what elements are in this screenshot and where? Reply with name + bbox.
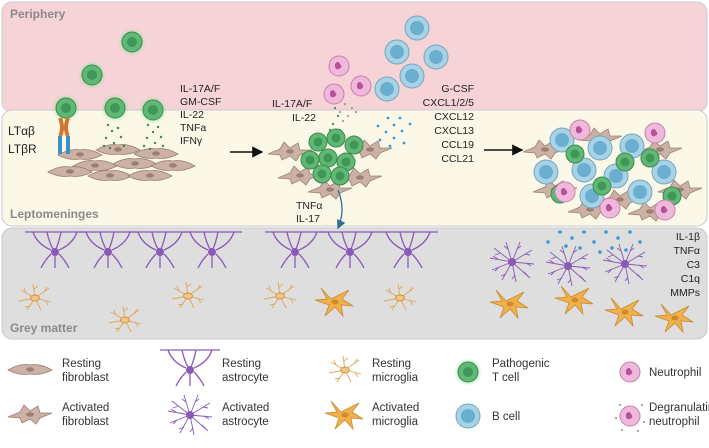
leptomeninges-label: Leptomeninges (10, 207, 99, 221)
svg-text:neutrophil: neutrophil (649, 416, 700, 428)
chemokine-label: CXCL13 (434, 125, 474, 137)
chemokine-label: CCL19 (441, 139, 474, 151)
svg-text:microglia: microglia (372, 416, 419, 428)
periphery-region (1, 1, 708, 113)
legend-degranulating-neutrophil: Degranulating (649, 402, 709, 414)
legend-resting-astrocyte: Resting (222, 358, 261, 370)
stage2-cytokine-label: IL-17A/F (272, 98, 312, 110)
svg-text:fibroblast: fibroblast (62, 416, 109, 428)
svg-text:microglia: microglia (372, 372, 419, 384)
factor-label: TNFα (674, 245, 700, 257)
chemokine-label: G-CSF (441, 83, 474, 95)
factor-label: IL-1β (676, 231, 700, 243)
legend-resting-fibroblast: Resting (62, 358, 101, 370)
svg-text:astrocyte: astrocyte (222, 372, 269, 384)
stage1-cytokine-dots (102, 123, 165, 151)
svg-text:T cell: T cell (492, 372, 519, 384)
stage3-secretion-dots (546, 230, 642, 254)
grey-matter-label: Grey matter (10, 321, 78, 335)
legend-activated-astrocyte: Activated (222, 402, 269, 414)
factor-label: MMPs (670, 287, 700, 299)
periphery-label: Periphery (10, 7, 66, 21)
stage2-lower-label: TNFα (296, 200, 322, 212)
stage2-lower-label: IL-17 (296, 213, 320, 225)
cytokine-label: IFNγ (180, 135, 203, 147)
stage1-cytokine-list: IL-17A/F GM-CSF IL-22 TNFa IFNγ (180, 83, 221, 147)
cytokine-label: TNFa (180, 122, 206, 134)
legend-resting-microglia: Resting (372, 358, 411, 370)
chemokine-label: CXCL1/2/5 (423, 97, 475, 109)
legend-activated-microglia: Activated (372, 402, 419, 414)
chemokine-list: G-CSF CXCL1/2/5 CXCL12 CXCL13 CCL19 CCL2… (423, 83, 475, 165)
legend-bcell: B cell (492, 411, 520, 423)
cytokine-label: IL-22 (180, 109, 204, 121)
stage3-factor-list: IL-1β TNFα C3 C1q MMPs (670, 231, 700, 299)
neutrophil-granules (339, 103, 357, 122)
chemokine-label: CCL21 (441, 153, 474, 165)
legend-neutrophil: Neutrophil (649, 367, 701, 379)
lt-ligand-label: LTαβ (8, 124, 35, 138)
legend: Resting fibroblast Activated fibroblast … (7, 349, 709, 436)
stage2-down-arrow (337, 189, 346, 230)
chemokine-dots (376, 116, 412, 148)
lt-receptor (58, 117, 70, 154)
legend-activated-fibroblast: Activated (62, 402, 109, 414)
chemokine-label: CXCL12 (434, 111, 474, 123)
factor-label: C1q (681, 273, 700, 285)
legend-tcell: Pathogenic (492, 358, 550, 370)
lt-receptor-label: LTβR (8, 142, 37, 156)
cytokine-label: GM-CSF (180, 96, 221, 108)
stage2-cytokine-label: IL-22 (292, 112, 316, 124)
grey-matter-region (1, 227, 708, 340)
svg-text:astrocyte: astrocyte (222, 416, 269, 428)
svg-text:fibroblast: fibroblast (62, 372, 109, 384)
cytokine-label: IL-17A/F (180, 83, 220, 95)
factor-label: C3 (687, 259, 701, 271)
